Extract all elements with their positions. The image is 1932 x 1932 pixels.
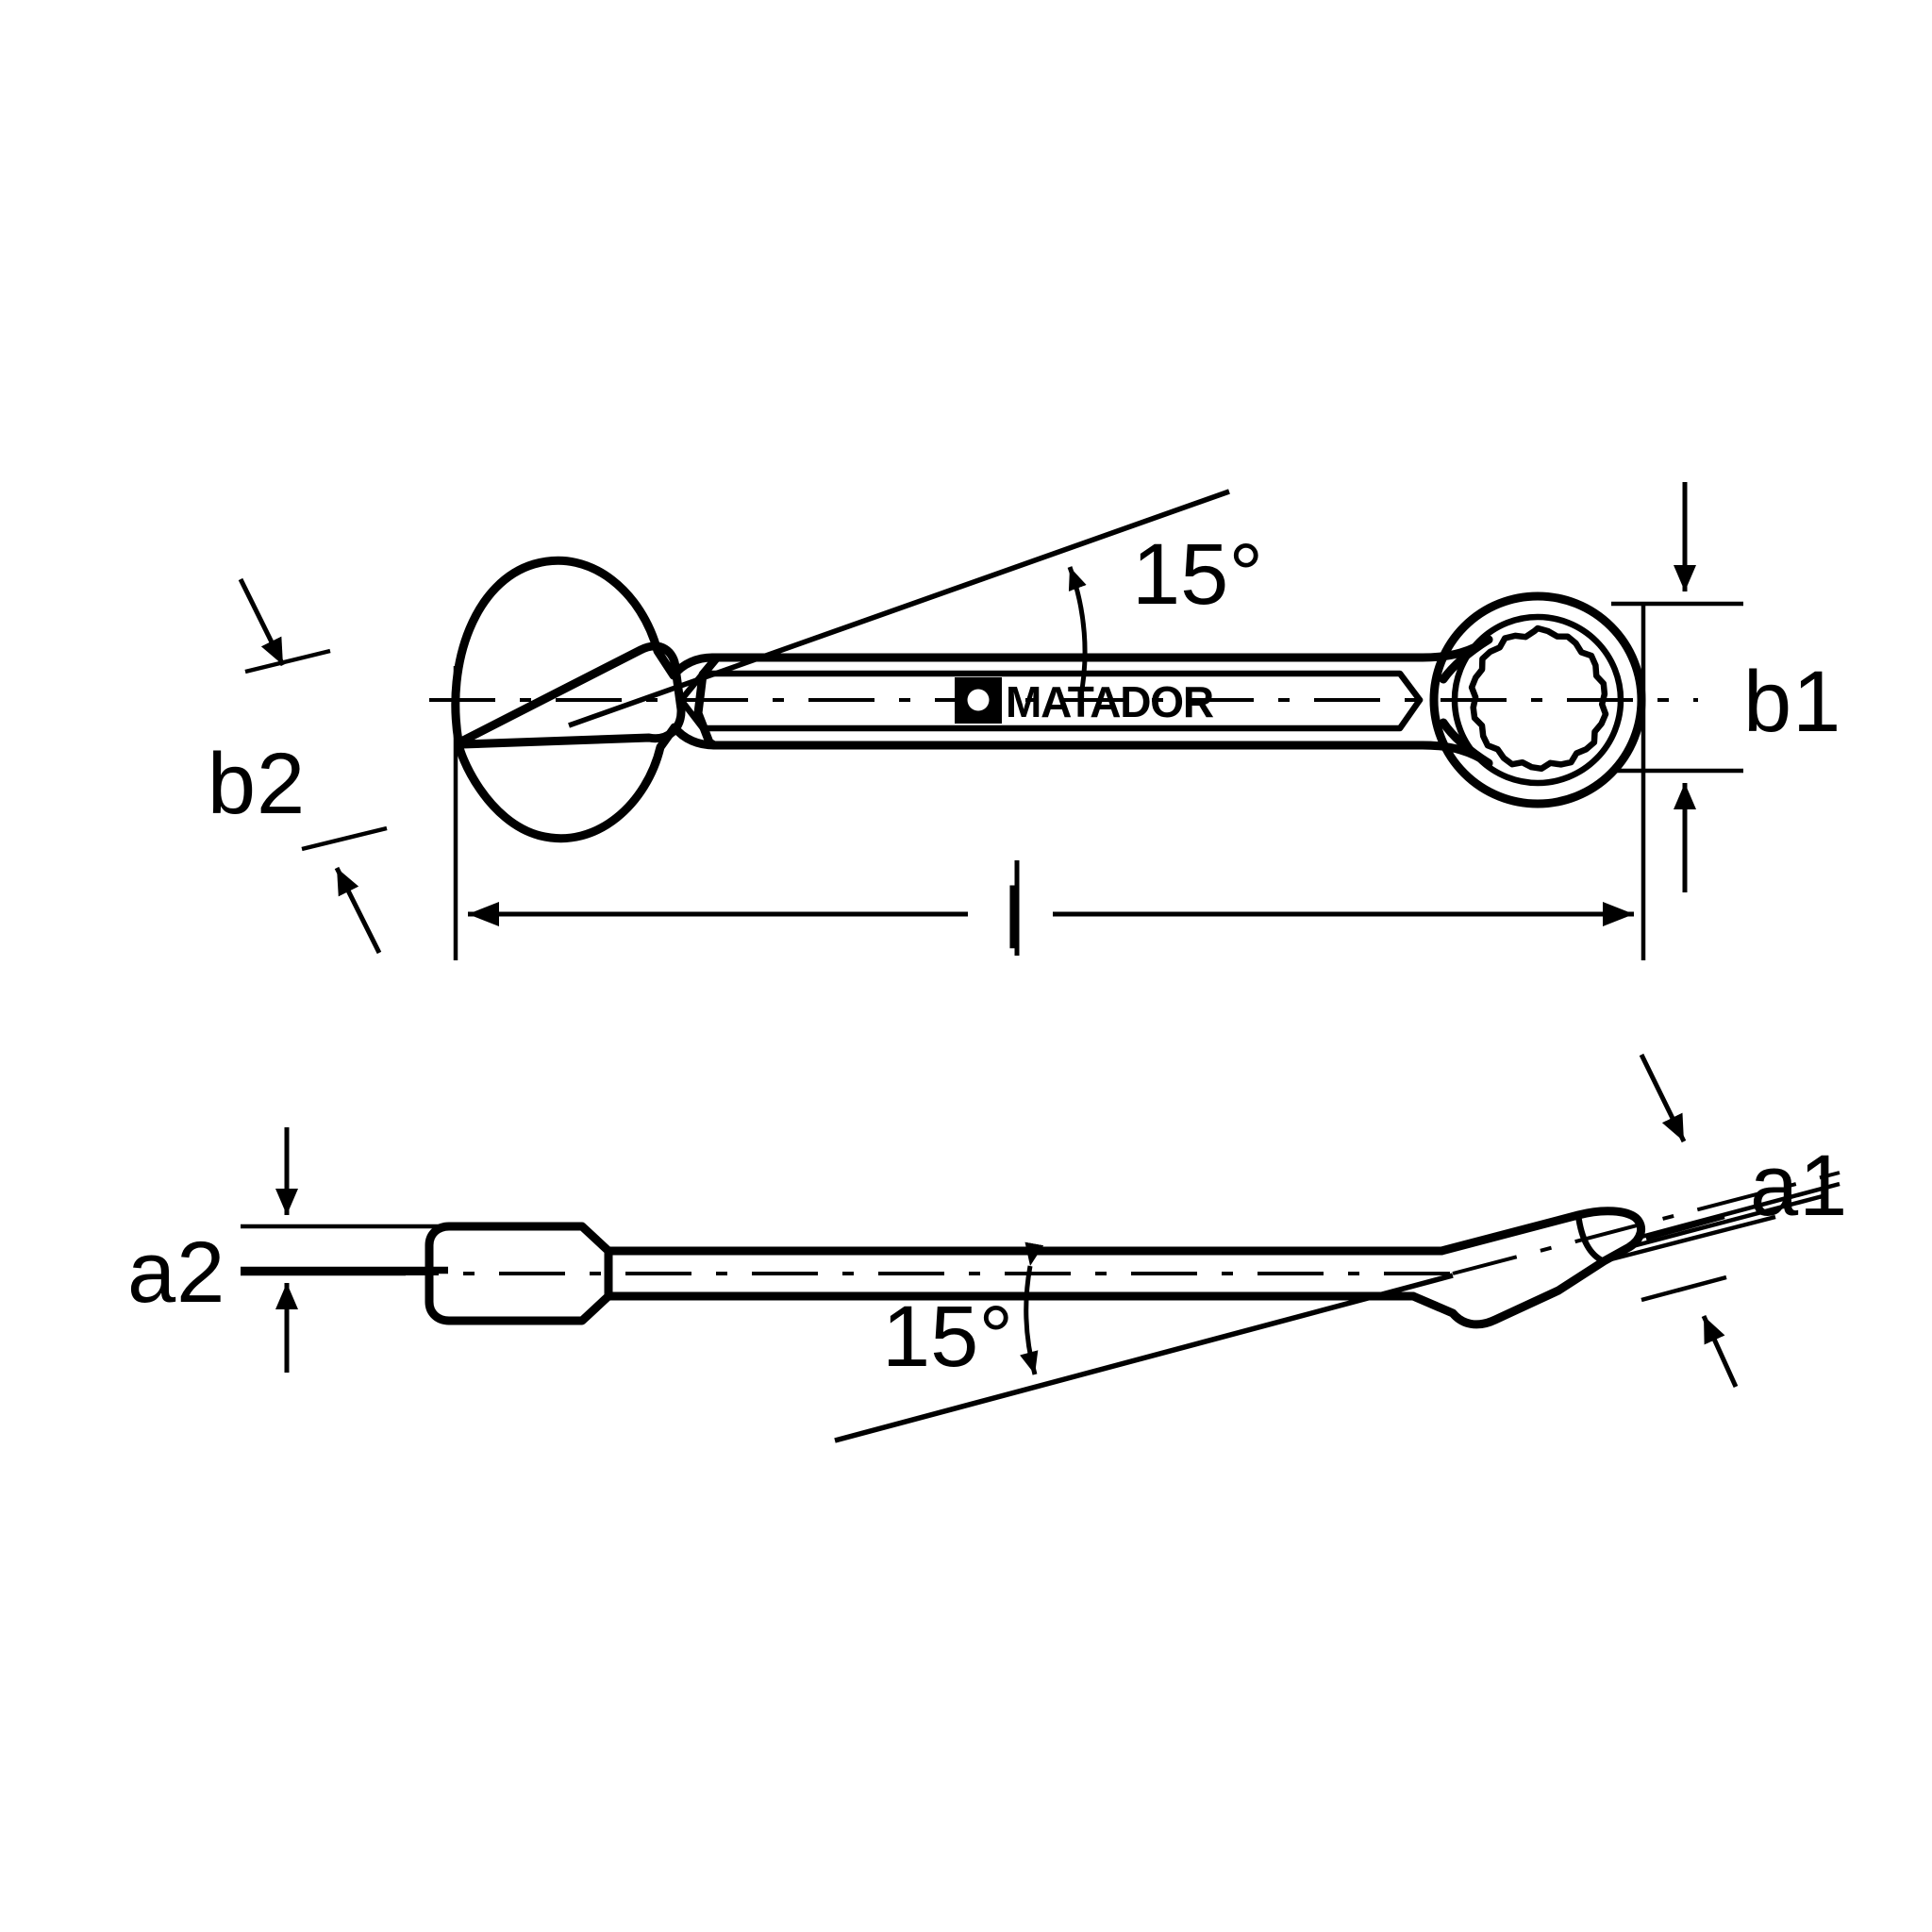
a1-arrow-lower xyxy=(1701,1314,1739,1389)
a1-label: a1 xyxy=(1750,1138,1848,1234)
ring-head xyxy=(1429,591,1646,808)
b2-arrow-upper xyxy=(238,577,286,667)
dimension-b2: b2 xyxy=(208,577,388,955)
angle-top-group: 15° xyxy=(568,489,1263,728)
shank-rib-upper xyxy=(677,670,1424,704)
angle-top-inclined-line xyxy=(568,489,1230,728)
side-view-group: 15° a2 a1 xyxy=(127,1053,1848,1443)
dimension-b1: b1 xyxy=(1611,482,1841,892)
shank-upper-edge xyxy=(709,635,1493,662)
brand-wordmark: MATADOR xyxy=(1006,677,1214,726)
shank-lower-edge xyxy=(709,741,1493,768)
a1-witness-upper xyxy=(1628,1193,1824,1250)
angle-side-label: 15° xyxy=(882,1289,1013,1385)
side-ring-head xyxy=(1408,1207,1646,1329)
b2-label: b2 xyxy=(208,736,306,832)
open-end-jaw-opening xyxy=(455,641,686,749)
shank-rib-lower xyxy=(677,696,1424,732)
angle-top-label: 15° xyxy=(1132,526,1263,623)
b1-label: b1 xyxy=(1743,654,1841,750)
angle-side-group: 15° xyxy=(834,1241,1454,1443)
side-ring-head-outline xyxy=(1408,1207,1646,1329)
ring-neck-upper xyxy=(1439,635,1493,684)
a1-arrow-upper xyxy=(1639,1053,1687,1143)
top-view-group: MATADOR 15° b2 xyxy=(208,482,1841,967)
b2-arrow-lower xyxy=(334,866,382,955)
l-label: l xyxy=(1004,871,1024,967)
a1-witness-lower xyxy=(1641,1274,1727,1303)
a1-witness-top xyxy=(1641,1181,1840,1240)
dimension-a2: a2 xyxy=(127,1127,448,1373)
matador-mark-inner-dot xyxy=(967,689,990,711)
side-ring-head-end-face xyxy=(1574,1211,1607,1265)
ring-head-inner-circle xyxy=(1451,613,1624,787)
a2-label: a2 xyxy=(127,1224,225,1321)
angle-side-inclined-line xyxy=(834,1273,1454,1443)
ring-neck-lower xyxy=(1439,718,1493,768)
brand-logo-group: MATADOR xyxy=(955,677,1215,726)
b2-witness-lower xyxy=(301,825,388,852)
a1-witness-inner xyxy=(1645,1214,1725,1241)
a1-witness-mid xyxy=(1603,1214,1776,1264)
b2-witness-upper xyxy=(244,648,331,675)
angle-top-arc xyxy=(1067,566,1088,701)
angle-side-arc xyxy=(1020,1241,1044,1375)
ring-head-12point-profile xyxy=(1468,625,1609,773)
dimension-l: l xyxy=(453,604,1646,967)
dimension-a1: a1 xyxy=(1603,1053,1848,1389)
